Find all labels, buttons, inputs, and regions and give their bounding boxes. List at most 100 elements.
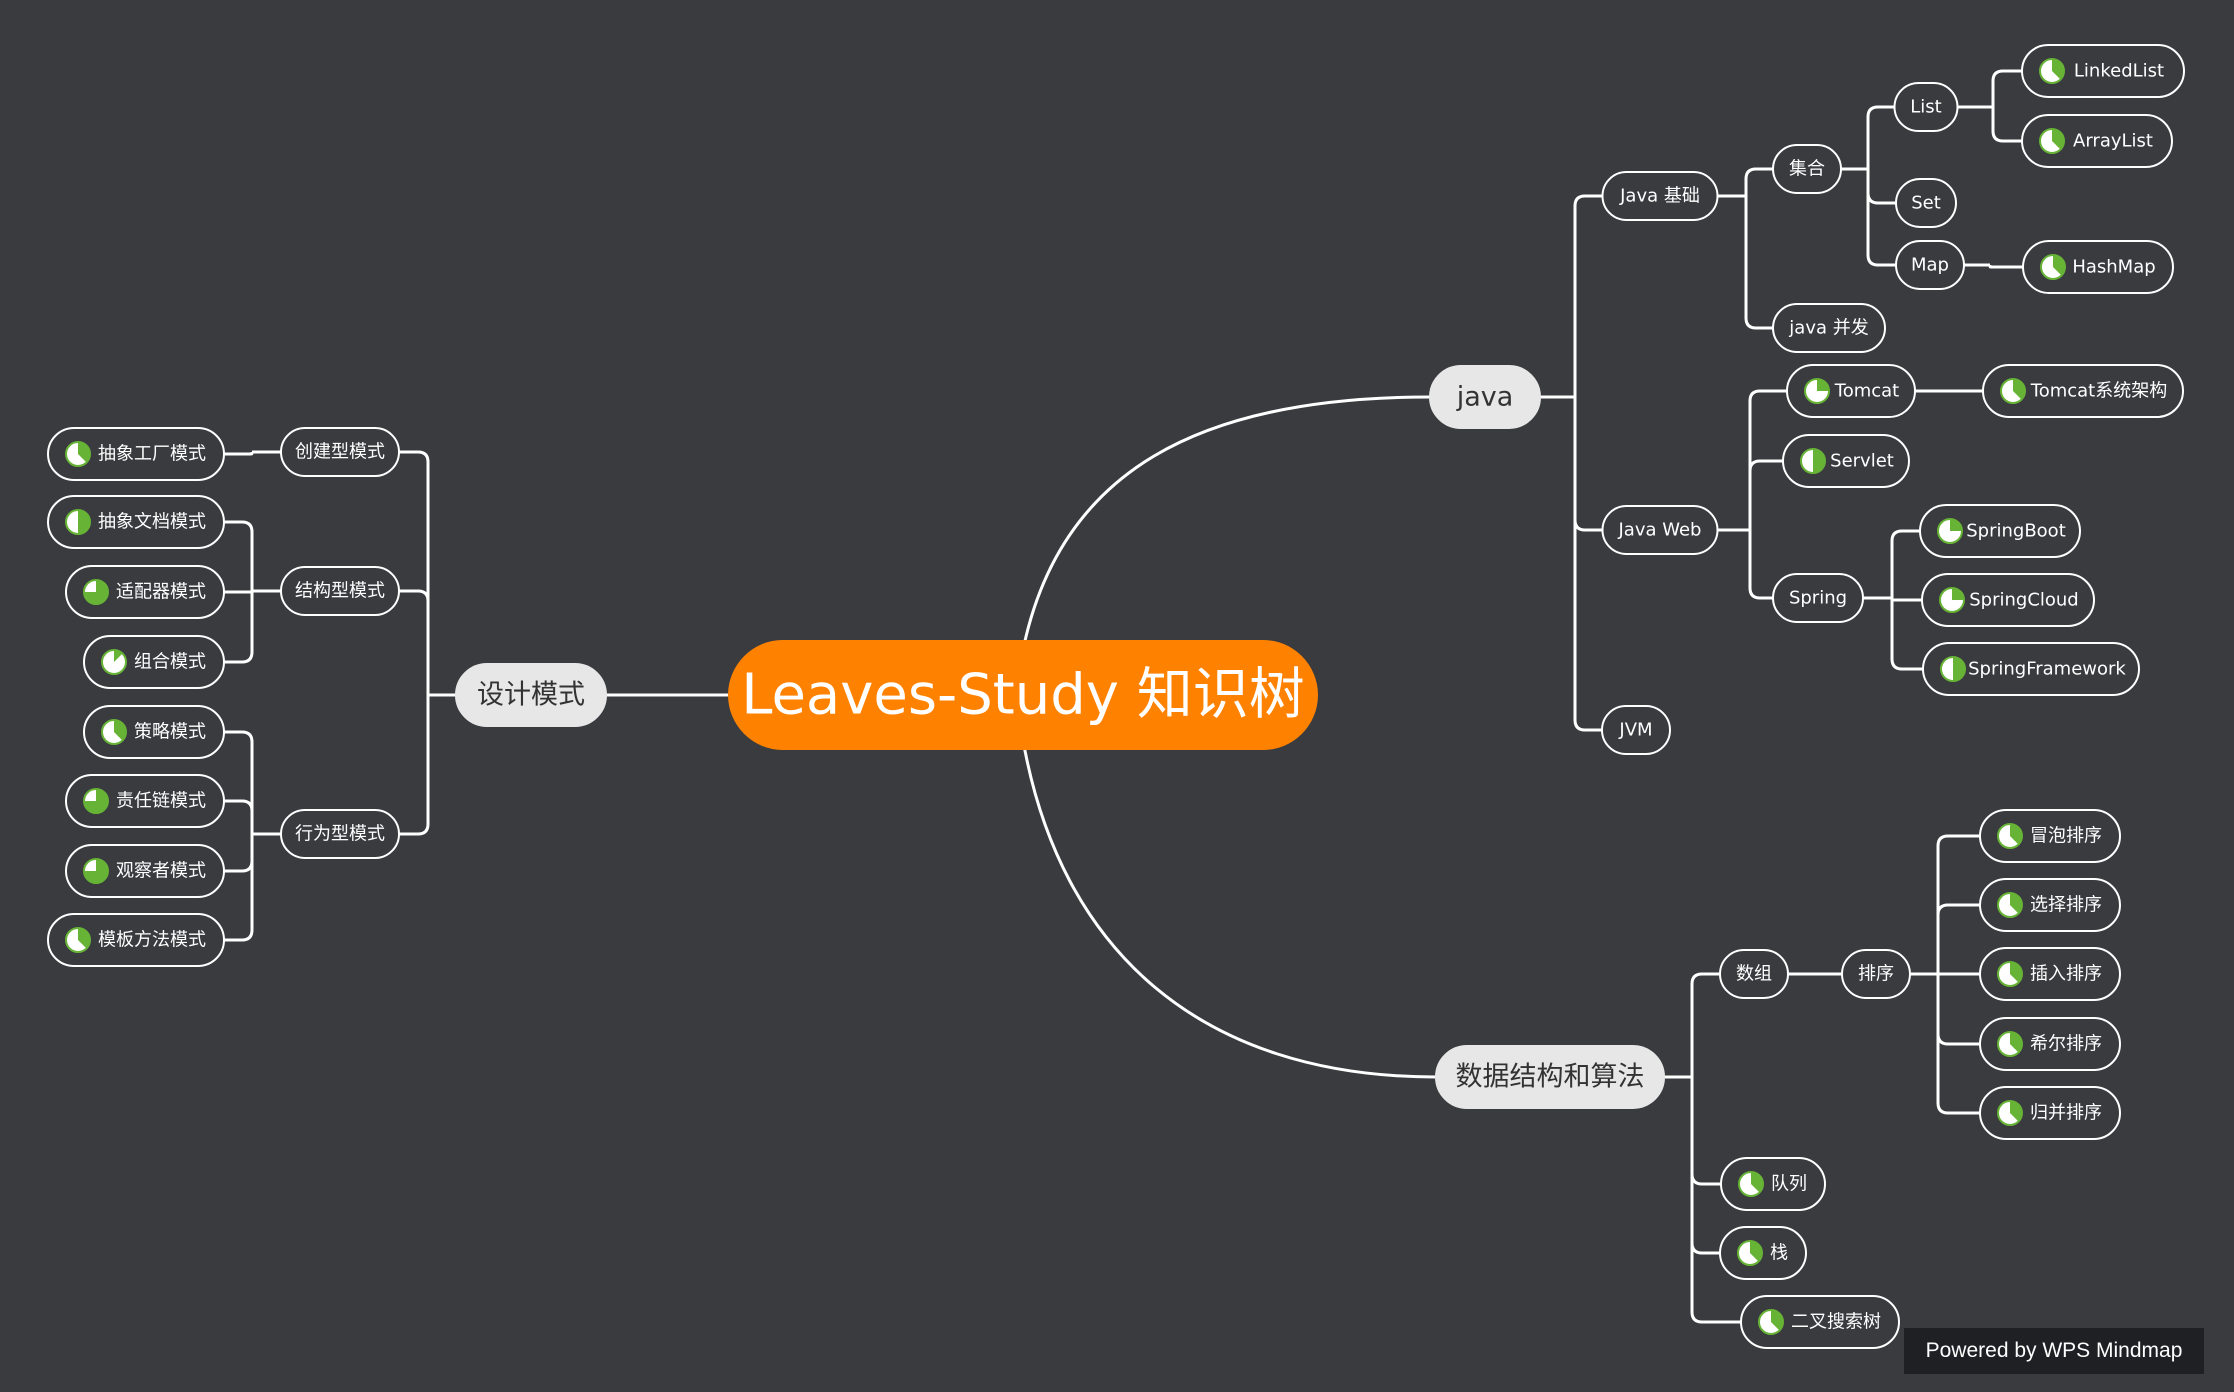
node-insertion[interactable]: 插入排序 — [1979, 947, 2121, 1001]
progress-springboot-icon — [1937, 518, 1963, 544]
node-springframework-label: SpringFramework — [1968, 659, 2126, 680]
node-java-web-pill — [1601, 505, 1719, 555]
node-hashmap[interactable]: HashMap — [2022, 240, 2174, 294]
progress-template-icon — [65, 927, 91, 953]
progress-observer-icon — [83, 858, 109, 884]
progress-abstract-factory-icon — [65, 441, 91, 467]
node-selection[interactable]: 选择排序 — [1979, 878, 2121, 932]
node-java-concurrency-label: java 并发 — [1788, 318, 1868, 339]
node-creational[interactable]: 创建型模式 — [280, 427, 400, 477]
node-adapter-pill — [65, 565, 225, 619]
node-tomcat-pill — [1786, 364, 1916, 418]
node-spring[interactable]: Spring — [1772, 573, 1864, 623]
root-node[interactable]: Leaves-Study 知识树 — [728, 640, 1318, 750]
node-bubble-pill — [1979, 809, 2121, 863]
node-observer-label: 观察者模式 — [116, 861, 206, 882]
node-composite-label: 组合模式 — [134, 652, 206, 673]
node-spring-pill — [1772, 573, 1864, 623]
node-merge[interactable]: 归并排序 — [1979, 1086, 2121, 1140]
node-linkedlist-pill — [2021, 44, 2185, 98]
node-strategy[interactable]: 策略模式 — [83, 705, 225, 759]
node-template-label: 模板方法模式 — [98, 930, 206, 951]
node-linkedlist-label: LinkedList — [2074, 61, 2164, 82]
node-bst[interactable]: 二叉搜索树 — [1740, 1295, 1900, 1349]
node-sort[interactable]: 排序 — [1841, 949, 1911, 999]
node-bst-label: 二叉搜索树 — [1791, 1312, 1881, 1333]
node-abstract-factory-label: 抽象工厂模式 — [98, 444, 206, 465]
progress-chain-icon — [83, 788, 109, 814]
node-behavioral-pill — [280, 809, 400, 859]
node-abstract-doc-pill — [47, 495, 225, 549]
node-behavioral[interactable]: 行为型模式 — [280, 809, 400, 859]
node-creational-pill — [280, 427, 400, 477]
node-composite[interactable]: 组合模式 — [83, 635, 225, 689]
node-java-pill — [1429, 365, 1541, 429]
node-arraylist[interactable]: ArrayList — [2021, 114, 2173, 168]
node-design-patterns[interactable]: 设计模式 — [455, 663, 607, 727]
node-queue-label: 队列 — [1771, 1174, 1807, 1195]
node-dsa[interactable]: 数据结构和算法 — [1435, 1045, 1665, 1109]
node-design-patterns-label: 设计模式 — [477, 680, 585, 711]
node-template-pill — [47, 913, 225, 967]
progress-composite-icon — [101, 649, 127, 675]
node-template[interactable]: 模板方法模式 — [47, 913, 225, 967]
node-springcloud[interactable]: SpringCloud — [1921, 573, 2095, 627]
node-abstract-factory-pill — [47, 427, 225, 481]
progress-linkedlist-icon — [2039, 58, 2065, 84]
node-hashmap-pill — [2022, 240, 2174, 294]
progress-servlet-icon — [1800, 448, 1826, 474]
node-strategy-label: 策略模式 — [134, 722, 206, 743]
node-collections-label: 集合 — [1789, 159, 1825, 180]
node-java-concurrency-pill — [1772, 303, 1886, 353]
node-map-label: Map — [1911, 255, 1949, 276]
node-set[interactable]: Set — [1895, 178, 1957, 228]
progress-springcloud-icon — [1939, 587, 1965, 613]
node-servlet-pill — [1782, 434, 1910, 488]
node-tomcat-arch[interactable]: Tomcat系统架构 — [1982, 364, 2184, 418]
node-tomcat[interactable]: Tomcat — [1786, 364, 1916, 418]
node-list-pill — [1893, 82, 1959, 132]
node-structural-label: 结构型模式 — [295, 581, 385, 602]
node-java-basic[interactable]: Java 基础 — [1601, 171, 1719, 221]
node-bubble[interactable]: 冒泡排序 — [1979, 809, 2121, 863]
node-chain[interactable]: 责任链模式 — [65, 774, 225, 828]
node-java-web[interactable]: Java Web — [1601, 505, 1719, 555]
node-abstract-doc[interactable]: 抽象文档模式 — [47, 495, 225, 549]
node-jvm-label: JVM — [1618, 720, 1652, 741]
node-dsa-pill — [1435, 1045, 1665, 1109]
node-stack-label: 栈 — [1770, 1243, 1788, 1264]
node-jvm[interactable]: JVM — [1601, 705, 1671, 755]
node-structural[interactable]: 结构型模式 — [280, 566, 400, 616]
node-stack[interactable]: 栈 — [1719, 1226, 1807, 1280]
node-java[interactable]: java — [1429, 365, 1541, 429]
node-sort-label: 排序 — [1858, 964, 1894, 985]
node-bst-pill — [1740, 1295, 1900, 1349]
node-springboot-pill — [1919, 504, 2081, 558]
progress-tomcat-icon — [1804, 378, 1830, 404]
node-shell-label: 希尔排序 — [2030, 1034, 2102, 1055]
node-servlet[interactable]: Servlet — [1782, 434, 1910, 488]
progress-stack-icon — [1737, 1240, 1763, 1266]
node-observer[interactable]: 观察者模式 — [65, 844, 225, 898]
node-map[interactable]: Map — [1895, 240, 1965, 290]
node-java-basic-label: Java 基础 — [1619, 186, 1700, 207]
node-chain-label: 责任链模式 — [116, 791, 206, 812]
node-linkedlist[interactable]: LinkedList — [2021, 44, 2185, 98]
node-queue[interactable]: 队列 — [1720, 1157, 1826, 1211]
node-servlet-label: Servlet — [1830, 451, 1894, 472]
node-springframework[interactable]: SpringFramework — [1922, 642, 2140, 696]
node-array[interactable]: 数组 — [1719, 949, 1789, 999]
node-springboot[interactable]: SpringBoot — [1919, 504, 2081, 558]
node-list[interactable]: List — [1893, 82, 1959, 132]
node-set-label: Set — [1911, 193, 1941, 214]
node-shell[interactable]: 希尔排序 — [1979, 1017, 2121, 1071]
powered-by-label[interactable]: Powered by WPS Mindmap — [1904, 1328, 2204, 1374]
node-abstract-factory[interactable]: 抽象工厂模式 — [47, 427, 225, 481]
progress-bubble-icon — [1997, 823, 2023, 849]
node-java-concurrency[interactable]: java 并发 — [1772, 303, 1886, 353]
node-set-pill — [1895, 178, 1957, 228]
node-collections[interactable]: 集合 — [1772, 144, 1842, 194]
node-adapter[interactable]: 适配器模式 — [65, 565, 225, 619]
node-array-pill — [1719, 949, 1789, 999]
